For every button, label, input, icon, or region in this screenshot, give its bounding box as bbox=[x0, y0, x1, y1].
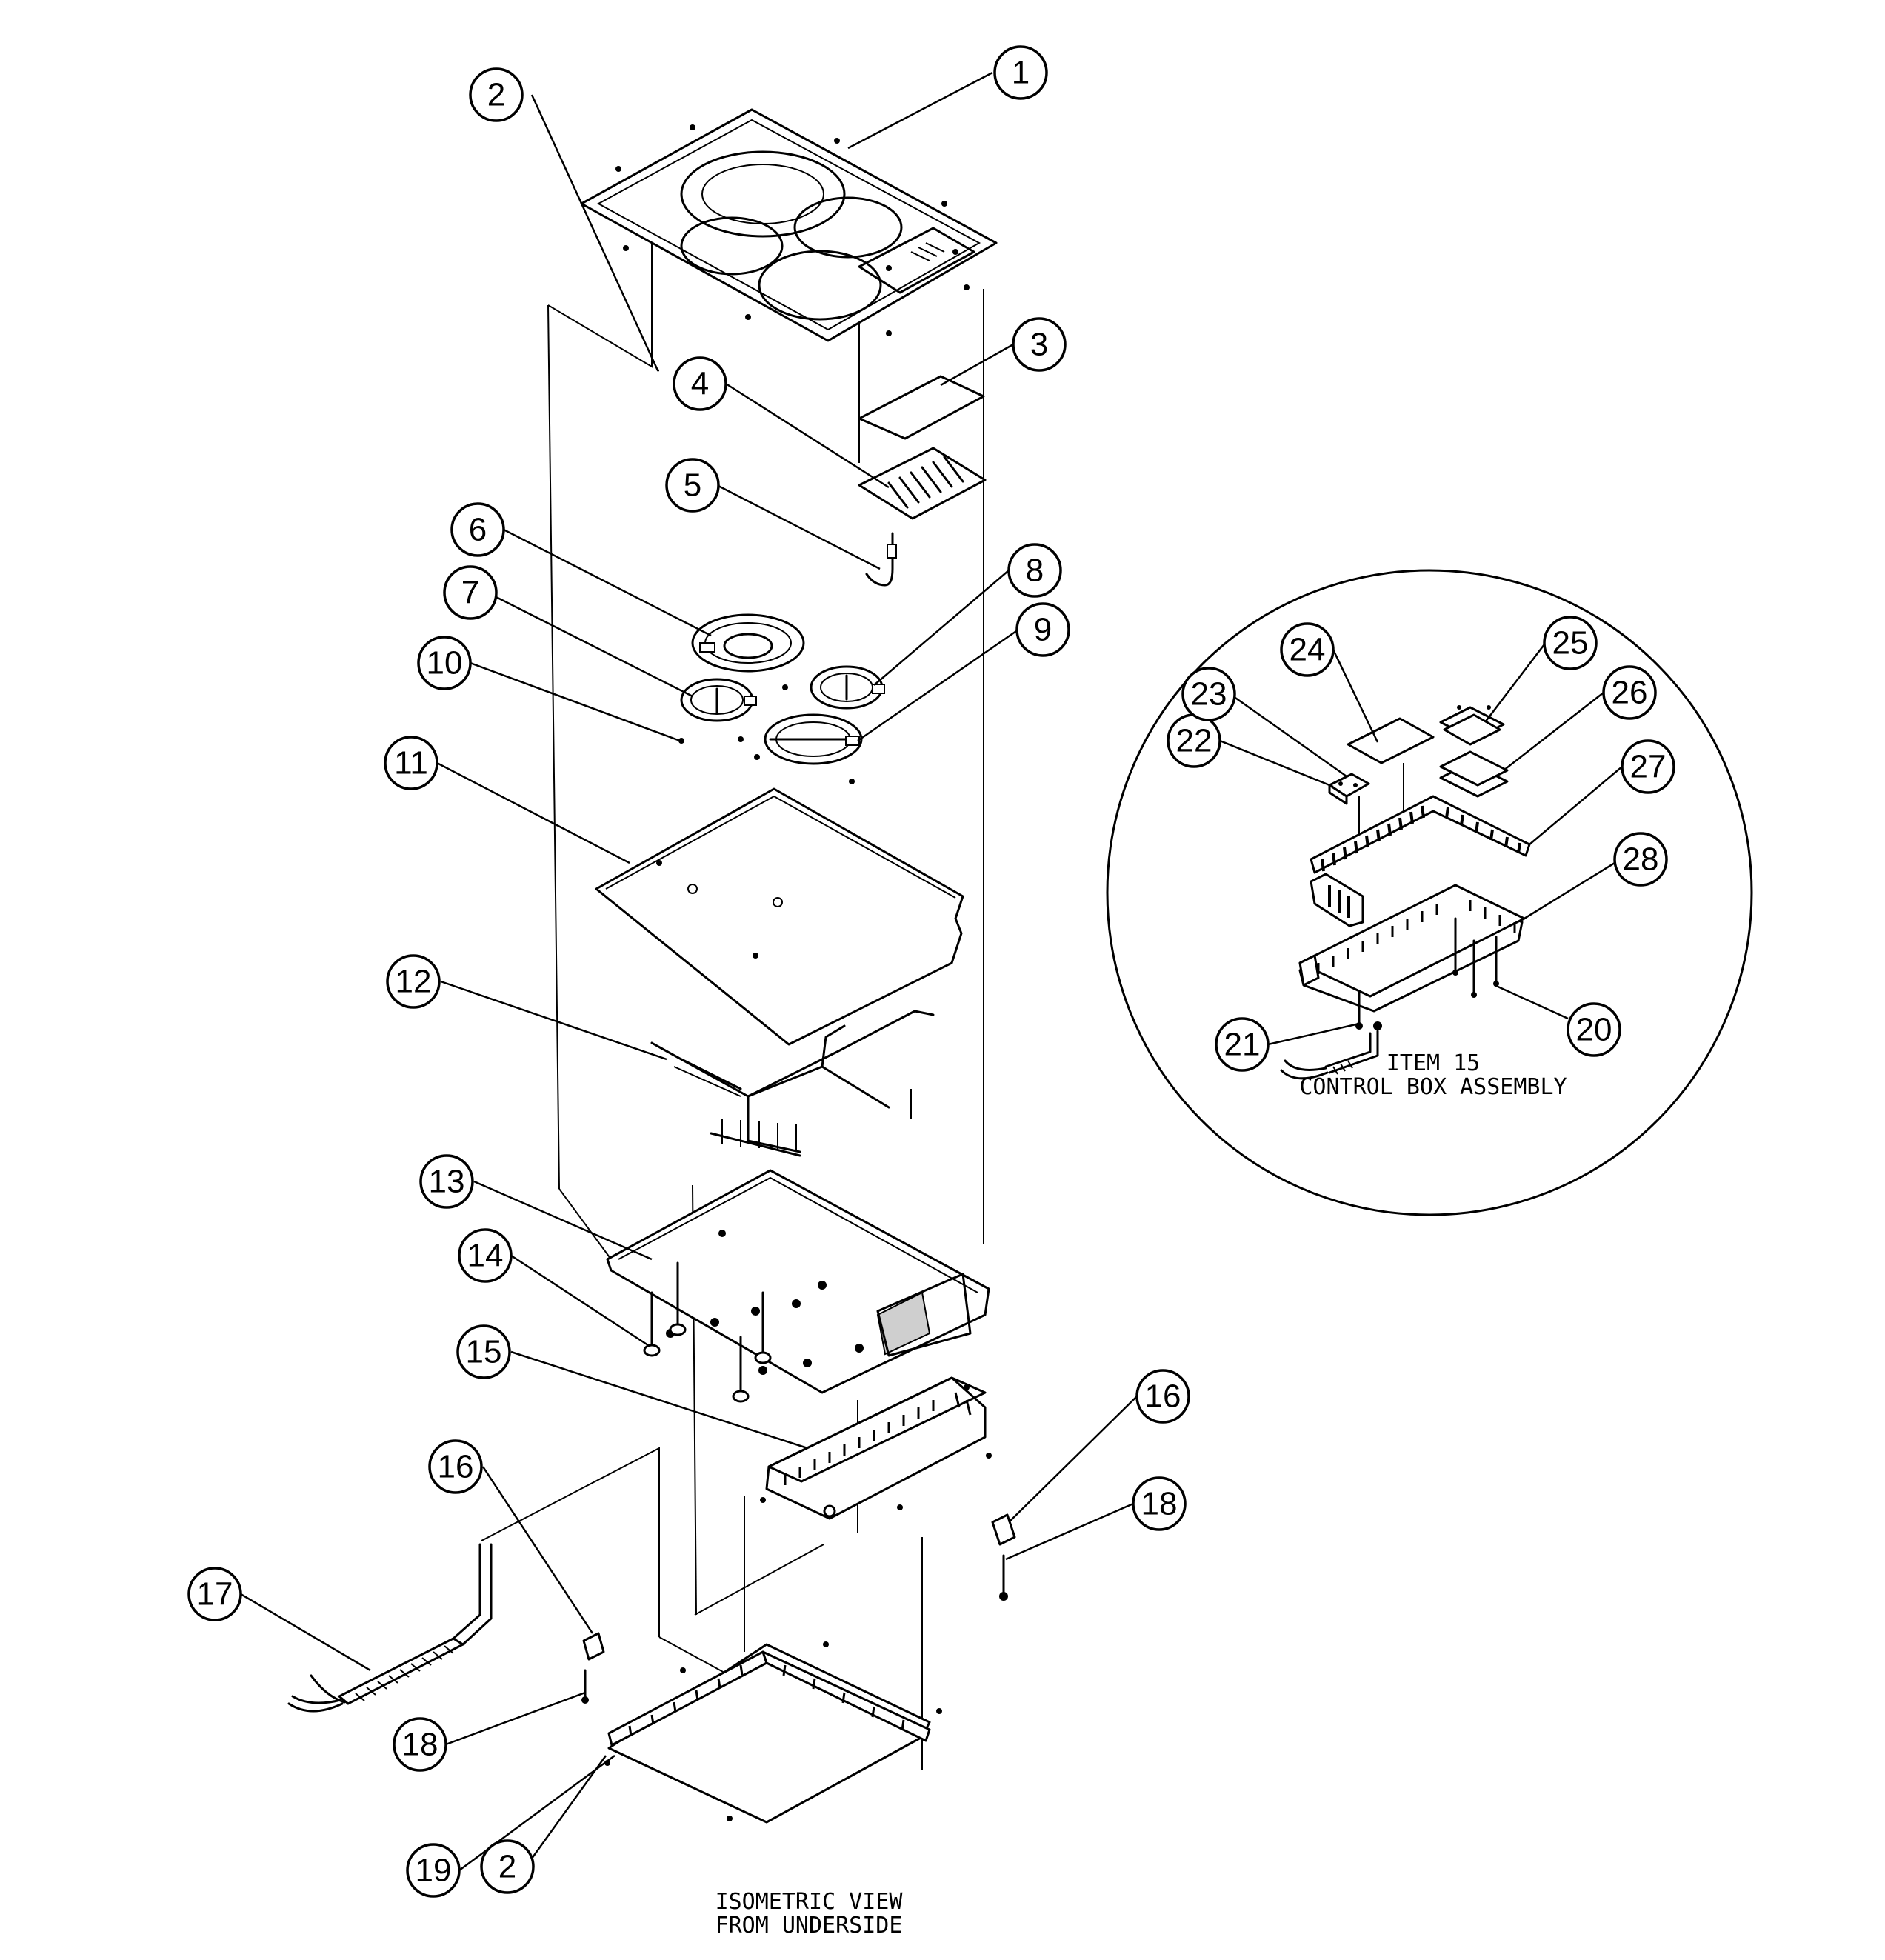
burner-ring-rear-right bbox=[793, 196, 903, 259]
item-14-standoffs bbox=[643, 1261, 772, 1403]
item-10-fasteners bbox=[678, 684, 855, 784]
callout-label-21: 21 bbox=[1224, 1027, 1261, 1063]
detail-caption-line2: CONTROL BOX ASSEMBLY bbox=[1299, 1074, 1567, 1100]
callout-12: 12 bbox=[386, 954, 441, 1009]
item-8-element-small bbox=[810, 665, 885, 710]
item-18-screw-right bbox=[999, 1554, 1008, 1601]
item-13-bottom-housing bbox=[606, 1169, 990, 1394]
callout-28: 28 bbox=[1613, 832, 1668, 887]
callout-4: 4 bbox=[673, 356, 727, 411]
callout-27: 27 bbox=[1621, 739, 1675, 794]
item-16-bracket-left bbox=[582, 1632, 605, 1661]
callout-7: 7 bbox=[443, 565, 498, 620]
item-24-board bbox=[1347, 717, 1435, 764]
item-9-element-medium bbox=[764, 713, 863, 765]
touch-control-panel bbox=[858, 227, 975, 294]
callout-label-23: 23 bbox=[1191, 676, 1227, 713]
callout-17: 17 bbox=[187, 1567, 242, 1621]
callout-label-12: 12 bbox=[396, 964, 432, 1000]
callout-label-25: 25 bbox=[1552, 625, 1589, 661]
callout-19: 19 bbox=[406, 1843, 461, 1898]
callout-label-4: 4 bbox=[691, 366, 709, 402]
callout-22: 22 bbox=[1167, 713, 1221, 768]
callout-label-18-right: 18 bbox=[1141, 1486, 1178, 1522]
item-18-screw-left bbox=[581, 1669, 589, 1704]
callout-13: 13 bbox=[419, 1154, 474, 1209]
callout-9: 9 bbox=[1015, 602, 1070, 657]
callout-3: 3 bbox=[1012, 317, 1067, 372]
callout-18-left: 18 bbox=[393, 1717, 447, 1772]
callout-label-22: 22 bbox=[1176, 723, 1212, 759]
item-21-strain-relief bbox=[1280, 991, 1382, 1080]
leader-lines bbox=[240, 71, 1623, 1872]
callout-20: 20 bbox=[1567, 1002, 1621, 1057]
callout-label-1: 1 bbox=[1012, 55, 1030, 91]
callout-14: 14 bbox=[458, 1228, 513, 1283]
item-15-control-box bbox=[760, 1376, 992, 1520]
callout-label-17: 17 bbox=[197, 1576, 233, 1613]
item-17-power-cord bbox=[287, 1543, 493, 1713]
item-5-ribbon-cable bbox=[865, 532, 897, 587]
callout-label-19: 19 bbox=[416, 1853, 452, 1889]
view-caption-line1: ISOMETRIC VIEW bbox=[715, 1889, 904, 1915]
callout-26: 26 bbox=[1602, 665, 1657, 720]
callout-label-5: 5 bbox=[684, 467, 701, 504]
callout-label-26: 26 bbox=[1612, 675, 1648, 711]
callout-label-16-left: 16 bbox=[438, 1449, 474, 1485]
callout-16-left: 16 bbox=[428, 1439, 483, 1494]
callout-label-18-left: 18 bbox=[402, 1727, 438, 1763]
callout-label-8: 8 bbox=[1026, 553, 1044, 589]
callout-label-15: 15 bbox=[466, 1334, 502, 1370]
detail-circle-item-15 bbox=[1106, 569, 1753, 1216]
callout-label-3: 3 bbox=[1030, 327, 1048, 363]
alignment-lines bbox=[481, 189, 984, 1770]
callout-24: 24 bbox=[1280, 622, 1335, 677]
item-4-switch-plate bbox=[858, 447, 987, 520]
view-caption-line2: FROM UNDERSIDE bbox=[715, 1913, 903, 1939]
item-27-upper-box bbox=[1310, 795, 1531, 927]
item-11-support-plate bbox=[595, 787, 964, 1046]
callout-label-7: 7 bbox=[461, 575, 479, 611]
callout-15: 15 bbox=[456, 1324, 511, 1379]
detail-caption-line1: ITEM 15 bbox=[1387, 1050, 1480, 1076]
callout-2-bottom: 2 bbox=[480, 1839, 535, 1894]
callout-6: 6 bbox=[450, 502, 505, 557]
item-20-screws bbox=[1452, 917, 1499, 998]
callout-label-2-top: 2 bbox=[487, 77, 505, 113]
callout-label-9: 9 bbox=[1034, 612, 1052, 648]
burner-ring-rear-left bbox=[680, 150, 846, 238]
callout-label-14: 14 bbox=[467, 1238, 504, 1274]
callout-16-right: 16 bbox=[1135, 1369, 1190, 1424]
callout-5: 5 bbox=[665, 458, 720, 513]
item-6-element-large bbox=[691, 613, 805, 673]
item-12-wiring-harness bbox=[650, 1010, 935, 1157]
item-19-bottom-pan bbox=[604, 1641, 942, 1824]
callout-label-13: 13 bbox=[429, 1164, 465, 1200]
callout-label-16-right: 16 bbox=[1145, 1379, 1181, 1415]
callout-label-20: 20 bbox=[1576, 1012, 1612, 1048]
callout-label-24: 24 bbox=[1290, 632, 1326, 668]
callout-label-28: 28 bbox=[1623, 841, 1659, 878]
callout-25: 25 bbox=[1543, 616, 1598, 670]
item-3-control-board bbox=[858, 375, 985, 440]
item-7-element-small bbox=[680, 678, 757, 722]
callout-1: 1 bbox=[993, 45, 1048, 100]
callout-8: 8 bbox=[1007, 543, 1062, 598]
callout-label-27: 27 bbox=[1630, 749, 1667, 785]
callout-label-11: 11 bbox=[394, 745, 428, 781]
callout-label-2-bottom: 2 bbox=[498, 1849, 516, 1885]
item-1-cooktop-glass bbox=[580, 108, 998, 342]
callout-label-10: 10 bbox=[427, 645, 463, 681]
burner-ring-front-left bbox=[680, 216, 784, 276]
callout-11: 11 bbox=[384, 736, 438, 790]
burner-ring-front-right bbox=[758, 250, 882, 321]
callout-2-top: 2 bbox=[469, 67, 524, 122]
callout-23: 23 bbox=[1181, 667, 1236, 721]
callout-10: 10 bbox=[417, 636, 472, 690]
callout-label-6: 6 bbox=[469, 512, 487, 548]
callout-18-right: 18 bbox=[1132, 1476, 1187, 1531]
callout-21: 21 bbox=[1215, 1017, 1270, 1072]
